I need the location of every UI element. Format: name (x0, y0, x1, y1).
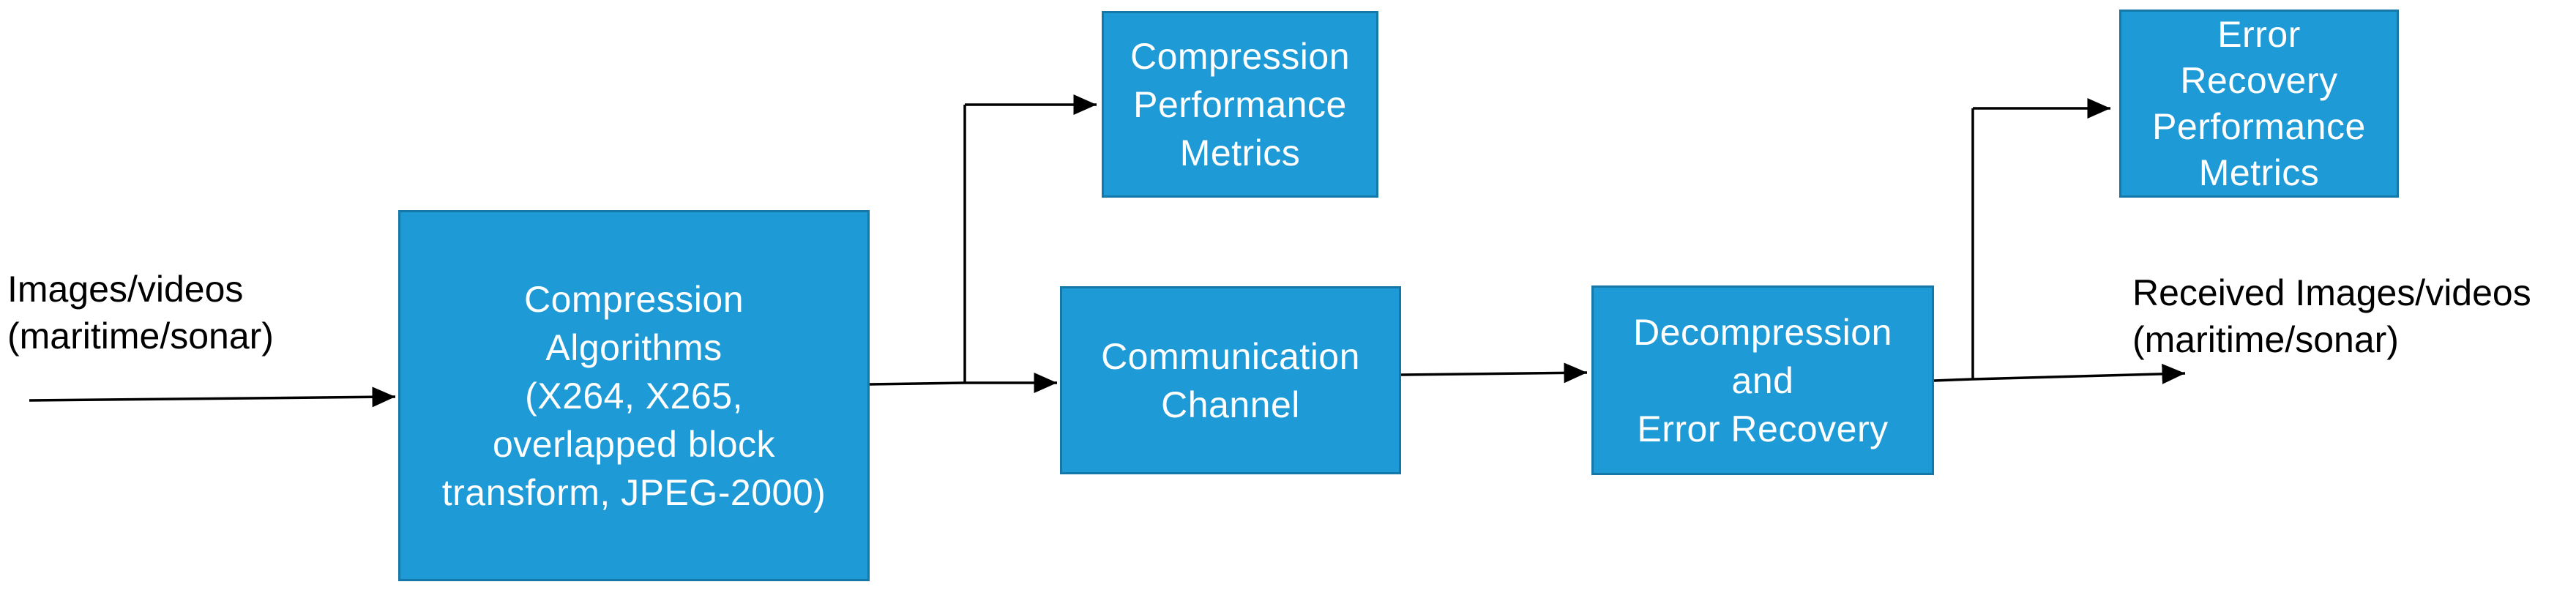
box-line: transform, JPEG-2000) (441, 471, 826, 513)
box-line: Performance (2152, 105, 2366, 147)
input-label-line2: (maritime/sonar) (7, 315, 274, 356)
output-label-line2: (maritime/sonar) (2132, 319, 2399, 360)
box-line: Error Recovery (1637, 408, 1889, 449)
box-line: Recovery (2180, 59, 2338, 101)
communication-channel-box: Communication Channel (1060, 286, 1401, 474)
line-compression-to-junction (869, 381, 966, 386)
box-line: Performance (1133, 83, 1347, 125)
compression-algorithms-box: Compression Algorithms (X264, X265, over… (398, 210, 870, 581)
arrow-channel-to-decompression (1400, 362, 1588, 384)
output-label-line1: Received Images/videos (2132, 272, 2531, 313)
error-recovery-metrics-box: Error Recovery Performance Metrics (2119, 10, 2399, 198)
arrow-input-to-compression (29, 387, 396, 408)
box-line: Error (2217, 13, 2301, 55)
box-line: Channel (1161, 384, 1300, 425)
box-line: Algorithms (545, 326, 723, 368)
box-line: Metrics (2198, 152, 2320, 193)
box-line: and (1731, 359, 1794, 401)
output-label: Received Images/videos (maritime/sonar) (2132, 269, 2531, 363)
arrow-to-output (1972, 363, 2186, 384)
input-label: Images/videos (maritime/sonar) (7, 266, 274, 359)
compression-metrics-box: Compression Performance Metrics (1102, 11, 1378, 198)
box-line: Communication (1101, 335, 1360, 377)
decompression-box: Decompression and Error Recovery (1591, 285, 1934, 475)
box-line: Metrics (1179, 132, 1301, 173)
box-line: Decompression (1633, 311, 1892, 353)
box-line: Compression (1130, 35, 1351, 77)
input-label-line1: Images/videos (7, 269, 244, 310)
box-line: Compression (523, 278, 744, 320)
box-line: (X264, X265, (525, 375, 743, 417)
box-line: overlapped block (492, 423, 776, 465)
line-decompression-to-junction (1933, 378, 1974, 382)
